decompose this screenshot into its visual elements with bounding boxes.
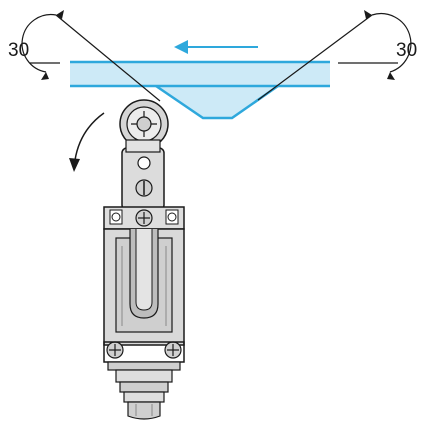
angle-label-left: 30 xyxy=(8,40,29,61)
body-screw-left xyxy=(106,341,124,359)
lever-pivot xyxy=(137,156,151,170)
angle-arrowhead-left-bottom xyxy=(41,72,49,80)
angle-arrowhead-right-bottom xyxy=(387,72,395,80)
cam-body xyxy=(70,62,330,118)
lever-arm xyxy=(121,139,165,211)
angle-indicator-right: 30 xyxy=(257,10,417,101)
curved-arrow-icon xyxy=(69,112,105,172)
cam-ramp-edge xyxy=(155,84,279,120)
angle-arc-left xyxy=(21,13,57,73)
angle-arrowhead-right-top xyxy=(364,10,372,19)
arrow-left-icon xyxy=(174,40,258,54)
switch-body xyxy=(103,228,185,363)
angle-incline-line-right xyxy=(257,14,373,101)
angle-arc-right xyxy=(371,13,412,73)
angle-label-right: 30 xyxy=(396,40,417,61)
angle-incline-line-left xyxy=(55,14,161,102)
angle-indicator-left: 30 xyxy=(8,10,161,102)
body-screw-right xyxy=(164,341,182,359)
angle-arrowhead-left-top xyxy=(56,10,64,19)
cam-plate xyxy=(70,60,330,120)
cable-gland xyxy=(107,361,181,420)
roller xyxy=(119,99,169,149)
switch-head xyxy=(103,206,185,230)
